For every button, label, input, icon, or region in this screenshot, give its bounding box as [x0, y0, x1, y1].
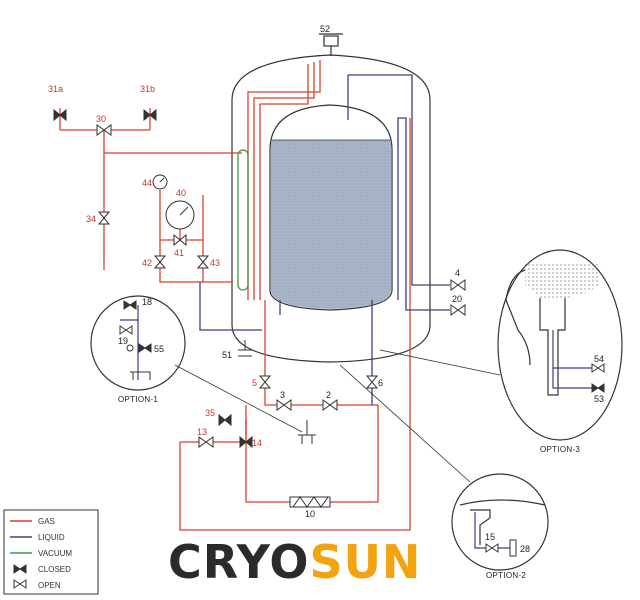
- valves: [53, 108, 466, 449]
- valve-30: [96, 124, 112, 136]
- label-19: 19: [118, 336, 128, 346]
- label-55: 55: [154, 344, 164, 354]
- label-20: 20: [452, 294, 462, 304]
- label-15: 15: [485, 532, 495, 542]
- valve-3: [276, 399, 292, 411]
- vacuum-line: [237, 149, 249, 291]
- valve-31b: [143, 108, 157, 122]
- label-28: 28: [520, 544, 530, 554]
- label-3: 3: [280, 390, 285, 400]
- valve-20: [450, 304, 466, 316]
- leader-lines: [174, 349, 501, 483]
- label-31b: 31b: [140, 84, 155, 94]
- label-42: 42: [142, 258, 152, 268]
- legend: GAS LIQUID VACUUM CLOSED OPEN: [3, 509, 99, 595]
- gauge-44: [152, 174, 168, 190]
- cryosun-logo: CRYOSUN: [168, 535, 421, 589]
- label-35: 35: [205, 408, 215, 418]
- label-52: 52: [320, 24, 330, 34]
- label-43: 43: [210, 258, 220, 268]
- valve-43: [196, 255, 210, 269]
- top-connection-52: [319, 33, 343, 56]
- label-13: 13: [197, 427, 207, 437]
- label-6: 6: [378, 378, 383, 388]
- liquid-lines: [199, 74, 450, 405]
- label-4: 4: [455, 268, 460, 278]
- valve-42: [153, 255, 167, 269]
- valve-31a: [53, 108, 67, 122]
- option-2-caption: OPTION-2: [486, 571, 526, 580]
- label-31a: 31a: [48, 84, 63, 94]
- option-3-caption: OPTION-3: [540, 445, 580, 454]
- label-53: 53: [594, 394, 604, 404]
- option-1-detail: [90, 295, 186, 391]
- label-41: 41: [174, 248, 184, 258]
- label-2: 2: [326, 390, 331, 400]
- label-34: 34: [86, 214, 96, 224]
- open-valve-icon: [13, 579, 27, 589]
- label-40: 40: [176, 188, 186, 198]
- vaporizer-10: [289, 496, 331, 508]
- logo-text-sun: SUN: [309, 535, 421, 589]
- valve-34: [97, 211, 111, 225]
- svg-text:CRYOSUN: CRYOSUN: [168, 535, 421, 589]
- logo-text-cryo: CRYO: [168, 535, 309, 589]
- valve-13: [198, 436, 214, 448]
- valve-2: [322, 399, 338, 411]
- liquid-fill: [271, 140, 391, 309]
- valve-labels: 52 31a 31b 30 34 44 40 41 42 43 4 20 18 …: [48, 24, 604, 554]
- label-54: 54: [594, 354, 604, 364]
- label-44: 44: [142, 178, 152, 188]
- valve-41: [173, 233, 187, 247]
- legend-open: OPEN: [38, 581, 61, 590]
- label-51: 51: [222, 350, 232, 360]
- label-18: 18: [142, 297, 152, 307]
- inner-vessel: [269, 104, 393, 311]
- valve-5: [258, 375, 272, 389]
- legend-closed: CLOSED: [38, 565, 71, 574]
- dispense-fitting: [298, 420, 316, 444]
- label-14: 14: [252, 438, 262, 448]
- valve-4: [450, 279, 466, 291]
- option-3-detail: [497, 249, 623, 441]
- outer-vessel: [231, 54, 431, 363]
- valve-6: [365, 375, 379, 389]
- valve-35: [218, 413, 232, 427]
- option-2-detail: [451, 473, 549, 571]
- legend-liquid: LIQUID: [38, 533, 65, 542]
- label-10: 10: [305, 509, 315, 519]
- label-5: 5: [252, 378, 257, 388]
- legend-gas: GAS: [38, 517, 55, 526]
- valve-14: [239, 435, 253, 449]
- legend-vacuum: VACUUM: [38, 549, 72, 558]
- option-1-caption: OPTION-1: [118, 395, 158, 404]
- gauge-40: [165, 200, 195, 230]
- fitting-51: [238, 340, 252, 357]
- closed-valve-icon: [13, 564, 27, 574]
- label-30: 30: [96, 114, 106, 124]
